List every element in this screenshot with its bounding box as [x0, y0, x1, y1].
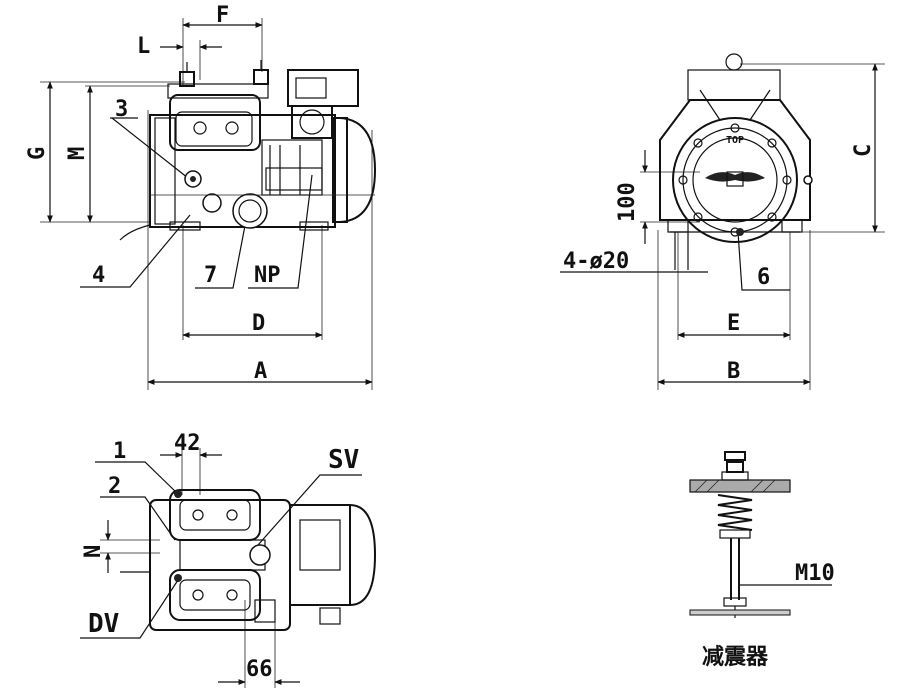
callout-6: 6: [757, 265, 770, 290]
top-view: 42 1 2 N SV DV 66: [80, 431, 377, 688]
dim-L-label: L: [137, 34, 150, 59]
callout-SV: SV: [328, 445, 359, 475]
dim-66-label: 66: [246, 657, 273, 682]
callout-M10: M10: [795, 561, 835, 586]
callout-3: 3: [115, 97, 128, 122]
callout-NP: NP: [254, 263, 281, 288]
dim-F-label: F: [216, 3, 229, 28]
callout-DV: DV: [88, 609, 119, 639]
side-view: C 100 4-ø20 6 E B TOP: [560, 53, 885, 390]
dim-42-label: 42: [174, 431, 201, 456]
dim-B-label: B: [727, 359, 740, 384]
dim-G-label: G: [25, 147, 50, 160]
dim-E-label: E: [727, 311, 740, 336]
dim-M-label: M: [65, 147, 90, 160]
damper-detail: M10 减震器: [689, 451, 835, 670]
dim-100-label: 100: [615, 182, 640, 222]
callout-2: 2: [108, 474, 121, 499]
dim-D-label: D: [252, 311, 265, 336]
callout-holes: 4-ø20: [563, 249, 629, 274]
damper-caption: 减震器: [702, 644, 769, 670]
callout-1: 1: [113, 439, 126, 464]
dim-A-label: A: [254, 359, 267, 384]
callout-7: 7: [204, 263, 217, 288]
callout-4: 4: [92, 263, 105, 288]
top-marking: TOP: [726, 135, 744, 146]
dim-C-label: C: [851, 144, 876, 157]
front-view: F L G M D A 3 4 7 NP: [25, 3, 377, 390]
dim-N-label: N: [81, 545, 106, 558]
